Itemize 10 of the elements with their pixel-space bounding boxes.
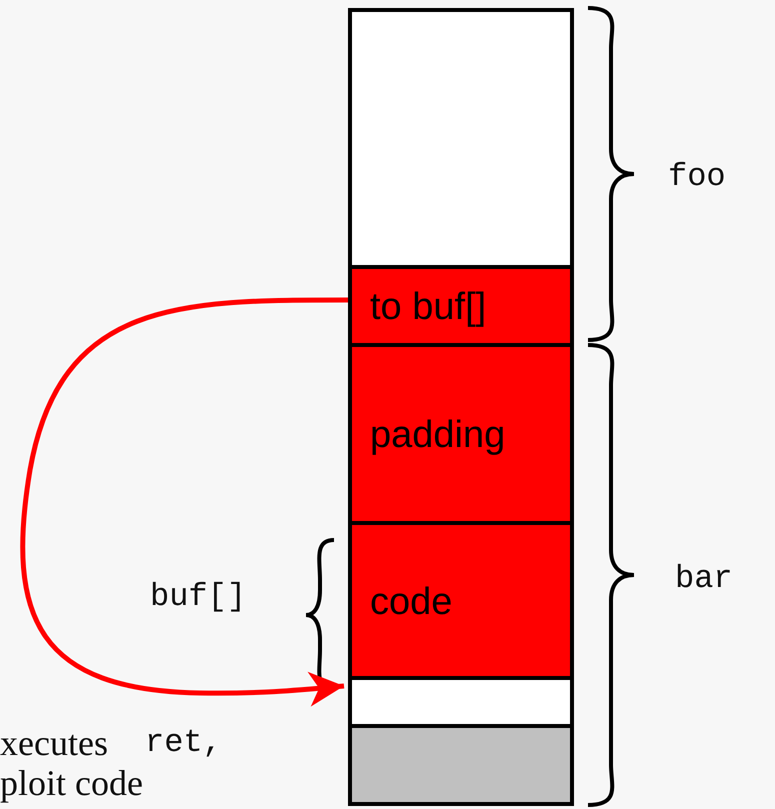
cell-label: code [370, 580, 452, 624]
frame-label: foo [668, 158, 726, 195]
buffer-label: buf[] [150, 578, 246, 615]
note-text: ploit code [0, 762, 143, 804]
arrow [20, 298, 348, 707]
cell-label: to buf[] [370, 286, 486, 329]
code-text: ret, [145, 724, 222, 761]
cell-label: padding [370, 414, 506, 457]
note-text: xecutes [0, 722, 108, 764]
frame-label: bar [675, 560, 733, 597]
